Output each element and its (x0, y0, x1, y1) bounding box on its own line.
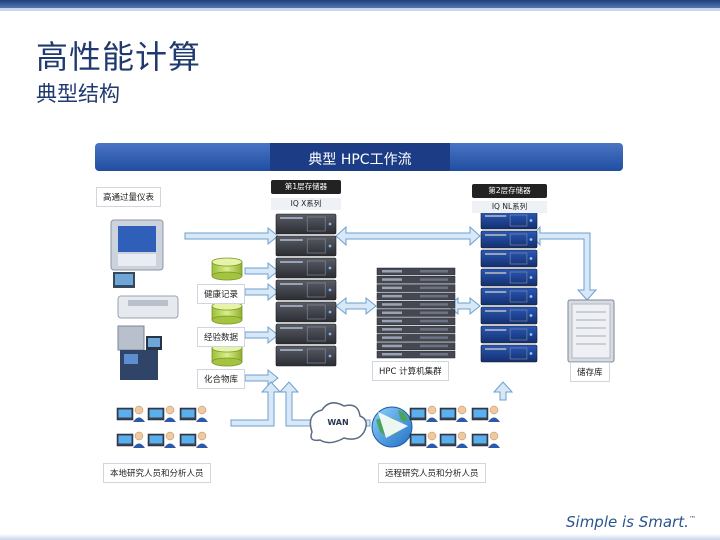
bottom-accent-bar (0, 534, 720, 540)
arrow-datasource-tier1-d (244, 368, 279, 388)
tier2-server-unit (480, 325, 538, 344)
user-icon (471, 405, 500, 422)
arrow-datasource-tier1-b (244, 282, 279, 302)
tier1-server-unit (275, 257, 337, 279)
tier1-server-unit (275, 279, 337, 301)
user-icon (147, 431, 176, 448)
tier2-server-rack (480, 211, 538, 363)
tier2-server-unit (480, 268, 538, 287)
slogan-footer: Simple is Smart.™ (566, 513, 696, 531)
globe-icon (371, 406, 413, 448)
tier2-server-unit (480, 287, 538, 306)
user-icon (179, 431, 208, 448)
instrument-images (110, 219, 179, 380)
tier2-server-unit (480, 344, 538, 363)
tier2-server-unit (480, 306, 538, 325)
slogan-text: Simple is Smart. (566, 513, 689, 531)
cluster-node (376, 292, 456, 301)
tier1-server-unit (275, 323, 337, 345)
slide-subtitle: 典型结构 (36, 82, 120, 106)
tier2-server-unit (480, 230, 538, 249)
wan-label: WAN (327, 418, 349, 427)
user-icon (179, 405, 208, 422)
datasource-label-health: 健康记录 (197, 284, 246, 304)
remote-user-icons (409, 405, 500, 448)
user-icon (116, 405, 145, 422)
datasource-label-experience: 经验数据 (197, 327, 246, 347)
arrow-wan (278, 381, 313, 427)
arrow-instruments-tier1 (184, 226, 279, 246)
top-accent-stripe (0, 8, 720, 11)
cylinder-compound-library (211, 343, 243, 367)
local-users-label: 本地研究人员和分析人员 (103, 463, 211, 483)
tier1-server-unit (275, 301, 337, 323)
wan-cloud (309, 402, 367, 444)
cluster-node (376, 276, 456, 284)
user-icon (409, 405, 438, 422)
instruments-label: 高通过量仪表 (96, 187, 162, 207)
arrow-remote-users (492, 381, 514, 401)
cluster-node (376, 350, 456, 359)
archive-server (567, 299, 615, 363)
user-icon (116, 431, 145, 448)
database-cylinders (211, 257, 243, 367)
cluster-node (376, 267, 456, 276)
hpc-cluster-rack (376, 267, 456, 359)
cluster-node (376, 284, 456, 292)
user-icon (439, 431, 468, 448)
tier1-server-unit (275, 213, 337, 235)
cluster-node (376, 317, 456, 326)
trademark-mark: ™ (688, 515, 696, 523)
tier1-server-unit (275, 235, 337, 257)
cylinder-health-records (211, 257, 243, 281)
workflow-banner-tab (270, 143, 450, 171)
remote-users-label: 远程研究人员和分析人员 (378, 463, 486, 483)
tier2-server-unit (480, 249, 538, 268)
tier1-server-rack (275, 213, 337, 367)
user-icon (439, 405, 468, 422)
cluster-node (376, 342, 456, 350)
archive-label: 储存库 (570, 362, 610, 382)
top-accent-bar (0, 0, 720, 8)
arrow-datasource-tier1-c (244, 325, 279, 345)
cluster-node (376, 334, 456, 342)
cylinder-experience-data (211, 301, 243, 325)
cluster-node (376, 325, 456, 334)
tier2-server-unit (480, 211, 538, 230)
arrow-local-users (230, 381, 282, 427)
hpc-cluster-label: HPC 计算机集群 (372, 361, 449, 381)
arrow-tier1-tier2 (335, 225, 481, 247)
slide-title: 高性能计算 (36, 38, 202, 76)
user-icon (471, 431, 500, 448)
arrow-tier2-archive (531, 225, 598, 301)
cluster-node (376, 300, 456, 309)
datasource-label-compound: 化合物库 (197, 369, 246, 389)
flow-arrows (184, 225, 598, 427)
tier2-series: IQ NL系列 (472, 201, 547, 213)
tier1-server-unit (275, 345, 337, 367)
tier1-series: IQ X系列 (271, 198, 341, 210)
user-icon (409, 431, 438, 448)
local-user-icons (116, 405, 208, 448)
arrow-cluster-tier1 (335, 296, 377, 316)
user-icon (147, 405, 176, 422)
tier2-title: 第2层存储器 (472, 184, 547, 198)
tier1-title: 第1层存储器 (271, 180, 341, 194)
arrow-datasource-tier1-a (244, 261, 279, 281)
workflow-banner-title: 典型 HPC工作流 (308, 152, 412, 168)
cluster-node (376, 309, 456, 317)
